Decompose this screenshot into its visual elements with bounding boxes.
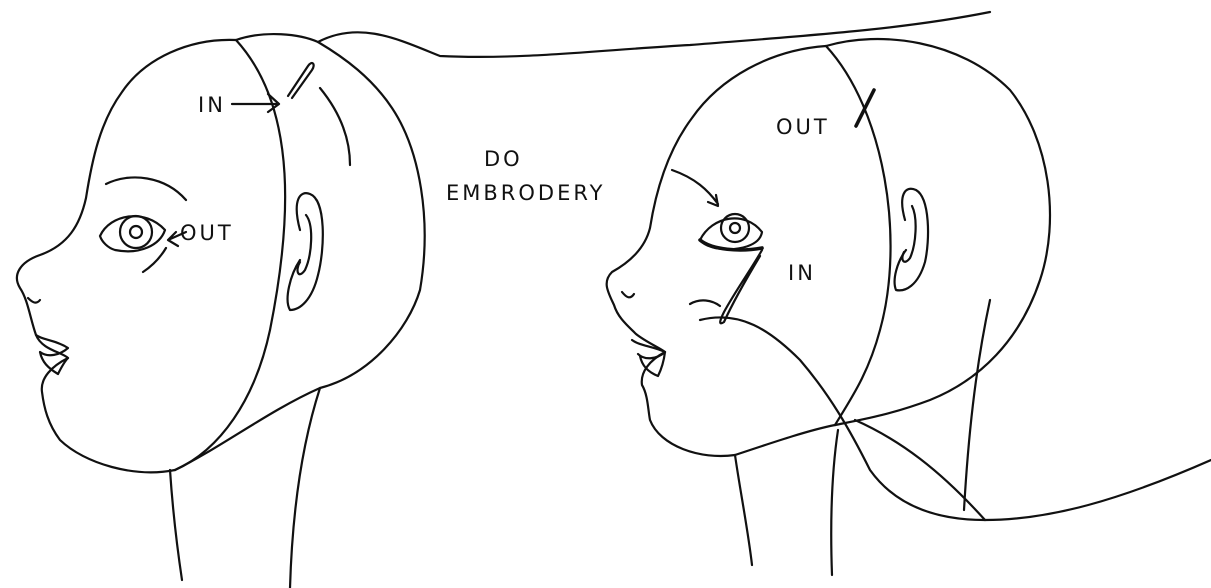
- left-needle-in-mark: [286, 61, 315, 100]
- left-out-arrow: [166, 230, 188, 248]
- right-face-outline: [605, 44, 828, 457]
- left-eyebrow: [104, 176, 188, 202]
- do-label: DO: [484, 147, 523, 171]
- left-in-arrow: [230, 92, 281, 114]
- left-lips: [34, 333, 70, 376]
- left-ear-inner: [296, 213, 313, 276]
- left-eye-iris: [118, 214, 154, 250]
- left-in-label: IN: [198, 93, 226, 117]
- right-eye-iris: [719, 212, 751, 244]
- right-needle-in-mark: [719, 248, 764, 325]
- right-eye-lid-lower: [698, 238, 764, 252]
- right-neck-front: [733, 453, 754, 567]
- embroidery-label: EMBRODERY: [446, 181, 605, 205]
- right-nostril: [620, 290, 636, 299]
- right-back-neck-line: [962, 298, 992, 512]
- right-ear-inner: [901, 204, 917, 263]
- right-chin-line: [688, 299, 722, 308]
- right-seam: [824, 44, 892, 427]
- right-ear: [893, 187, 930, 292]
- right-in-label: IN: [788, 261, 816, 285]
- left-neck-front: [168, 468, 184, 582]
- right-head: [605, 37, 1211, 577]
- right-shoulder-line: [853, 418, 987, 522]
- right-needle-out-mark: [854, 88, 876, 128]
- right-eye-pupil: [728, 221, 742, 235]
- left-out-label: OUT: [180, 221, 234, 245]
- right-lips: [630, 338, 667, 378]
- right-cheek-panel: [698, 316, 1211, 522]
- left-nostril: [26, 296, 42, 304]
- embroidery-arrow: [670, 168, 720, 208]
- right-neck-back: [830, 428, 840, 577]
- right-out-label: OUT: [776, 115, 830, 139]
- right-back-panel: [824, 37, 1052, 427]
- left-inner-curve: [318, 86, 352, 167]
- left-ear: [286, 192, 324, 312]
- left-eye-lid: [98, 215, 167, 253]
- left-head: [15, 10, 992, 588]
- left-eye-pupil: [128, 224, 144, 240]
- left-eye-tail: [141, 246, 168, 274]
- left-hair-curve: [316, 10, 992, 58]
- left-neck-back: [288, 386, 322, 588]
- left-face-outline: [15, 38, 238, 474]
